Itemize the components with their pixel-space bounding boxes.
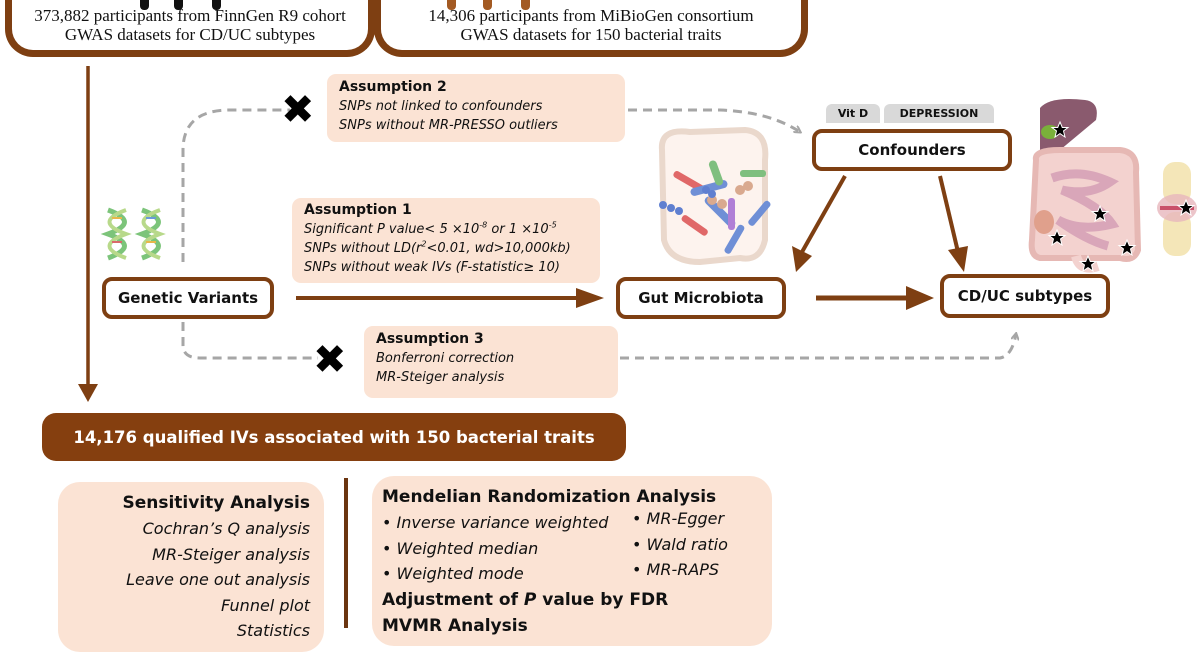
cd-uc-subtypes-node: CD/UC subtypes bbox=[940, 274, 1110, 318]
confounder-tag-vitd: Vit D bbox=[826, 104, 880, 123]
confounders-node: Confounders bbox=[812, 129, 1012, 171]
sensitivity-analysis-panel: Sensitivity Analysis Cochran’s Q analysi… bbox=[58, 482, 324, 652]
mr-method-item: • Inverse variance weighted bbox=[382, 513, 609, 532]
assumption-3-title: Assumption 3 bbox=[376, 331, 484, 347]
panel-divider bbox=[344, 478, 348, 628]
confounders-to-gut-arrowhead bbox=[792, 246, 812, 272]
person-icon bbox=[212, 0, 221, 10]
assumption2-dashed-path bbox=[181, 108, 290, 262]
mr-method-item: • Wald ratio bbox=[632, 534, 728, 554]
person-icon bbox=[521, 0, 530, 10]
gut-microbiota-node: Gut Microbiota bbox=[616, 277, 786, 319]
gut-to-cduc-arrowhead bbox=[906, 286, 934, 310]
assumption-3-line: MR-Steiger analysis bbox=[376, 370, 505, 385]
assumption-2-title: Assumption 2 bbox=[339, 79, 447, 95]
sensitivity-item: Statistics bbox=[236, 621, 310, 640]
assumption-3-line: Bonferroni correction bbox=[376, 351, 515, 366]
assumption3-dashed-to-cduc bbox=[620, 334, 1016, 360]
finngen-gwas-text: GWAS datasets for CD/UC subtypes bbox=[64, 25, 316, 44]
sensitivity-analysis-title: Sensitivity Analysis bbox=[122, 493, 310, 513]
mibiogen-participants-text: 14,306 participants from MiBioGen consor… bbox=[428, 6, 754, 25]
mr-method-item: • MR-Egger bbox=[632, 509, 725, 528]
gv-to-gut-arrowhead bbox=[576, 288, 604, 308]
mr-method-item: • Weighted mode bbox=[382, 564, 524, 583]
mr-method-item: • Weighted median bbox=[382, 538, 539, 558]
finngen-participants-text: 373,882 participants from FinnGen R9 coh… bbox=[34, 6, 346, 25]
dna-helix-icon bbox=[100, 207, 166, 261]
flow-connectors bbox=[78, 66, 1197, 402]
assumption-3-box: Assumption 3 Bonferroni correction MR-St… bbox=[364, 326, 618, 398]
person-icon bbox=[483, 0, 492, 10]
assumption-1-title: Assumption 1 bbox=[304, 202, 412, 218]
assumption2-dashed-to-confounders bbox=[628, 108, 800, 132]
confounders-to-cduc-arrowhead bbox=[948, 246, 968, 272]
main-flow-arrowhead bbox=[78, 384, 98, 402]
assumption3-dashed-path bbox=[181, 322, 318, 360]
confounders-to-gut-arrow bbox=[800, 175, 847, 253]
person-icon bbox=[447, 0, 456, 10]
sensitivity-item: MR-Steiger analysis bbox=[152, 544, 310, 564]
violation-x-icon: ✖ bbox=[281, 87, 315, 133]
confounder-tag-depression: DEPRESSION bbox=[884, 104, 994, 123]
mr-analysis-title: Mendelian Randomization Analysis bbox=[382, 487, 717, 507]
person-icon bbox=[174, 0, 183, 10]
qualified-ivs-banner: 14,176 qualified IVs associated with 150… bbox=[42, 413, 626, 461]
assumption-2-box: Assumption 2 SNPs not linked to confound… bbox=[327, 74, 625, 142]
joint-illustration bbox=[1157, 162, 1197, 256]
assumption-2-line: SNPs not linked to confounders bbox=[339, 99, 543, 114]
gut-microbiota-illustration bbox=[658, 126, 771, 266]
assumption-2-line: SNPs without MR-PRESSO outliers bbox=[339, 118, 558, 133]
mvmr-analysis-title: MVMR Analysis bbox=[382, 615, 528, 636]
assumption-1-line: SNPs without LD(r2<0.01, wd>10,000kb) bbox=[304, 239, 571, 256]
sensitivity-item: Leave one out analysis bbox=[126, 570, 310, 589]
mibiogen-source-box: 14,306 participants from MiBioGen consor… bbox=[374, 0, 808, 57]
confounders-to-cduc-arrow bbox=[938, 175, 960, 253]
assumption-1-line: SNPs without weak IVs (F-statistic≥ 10) bbox=[304, 260, 560, 275]
disease-site-star-icons bbox=[1047, 120, 1196, 273]
genetic-variants-node: Genetic Variants bbox=[102, 277, 274, 319]
sensitivity-item: Funnel plot bbox=[220, 595, 310, 615]
assumption-1-line: Significant P value< 5 ×10-8 or 1 ×10-5 bbox=[304, 220, 557, 237]
mr-method-item: • MR-RAPS bbox=[632, 560, 720, 579]
person-icon bbox=[140, 0, 149, 10]
mr-analysis-panel: Mendelian Randomization Analysis • Inver… bbox=[372, 476, 772, 646]
violation-x-icon: ✖ bbox=[313, 337, 347, 383]
sensitivity-item: Cochran’s Q analysis bbox=[142, 519, 310, 538]
mibiogen-gwas-text: GWAS datasets for 150 bacterial traits bbox=[460, 25, 722, 44]
intestine-illustration bbox=[1028, 99, 1142, 273]
fdr-adjustment-title: Adjustment of P value by FDR bbox=[382, 589, 669, 610]
assumption-1-box: Assumption 1 Significant P value< 5 ×10-… bbox=[292, 198, 600, 283]
finngen-source-box: 373,882 participants from FinnGen R9 coh… bbox=[5, 0, 375, 57]
